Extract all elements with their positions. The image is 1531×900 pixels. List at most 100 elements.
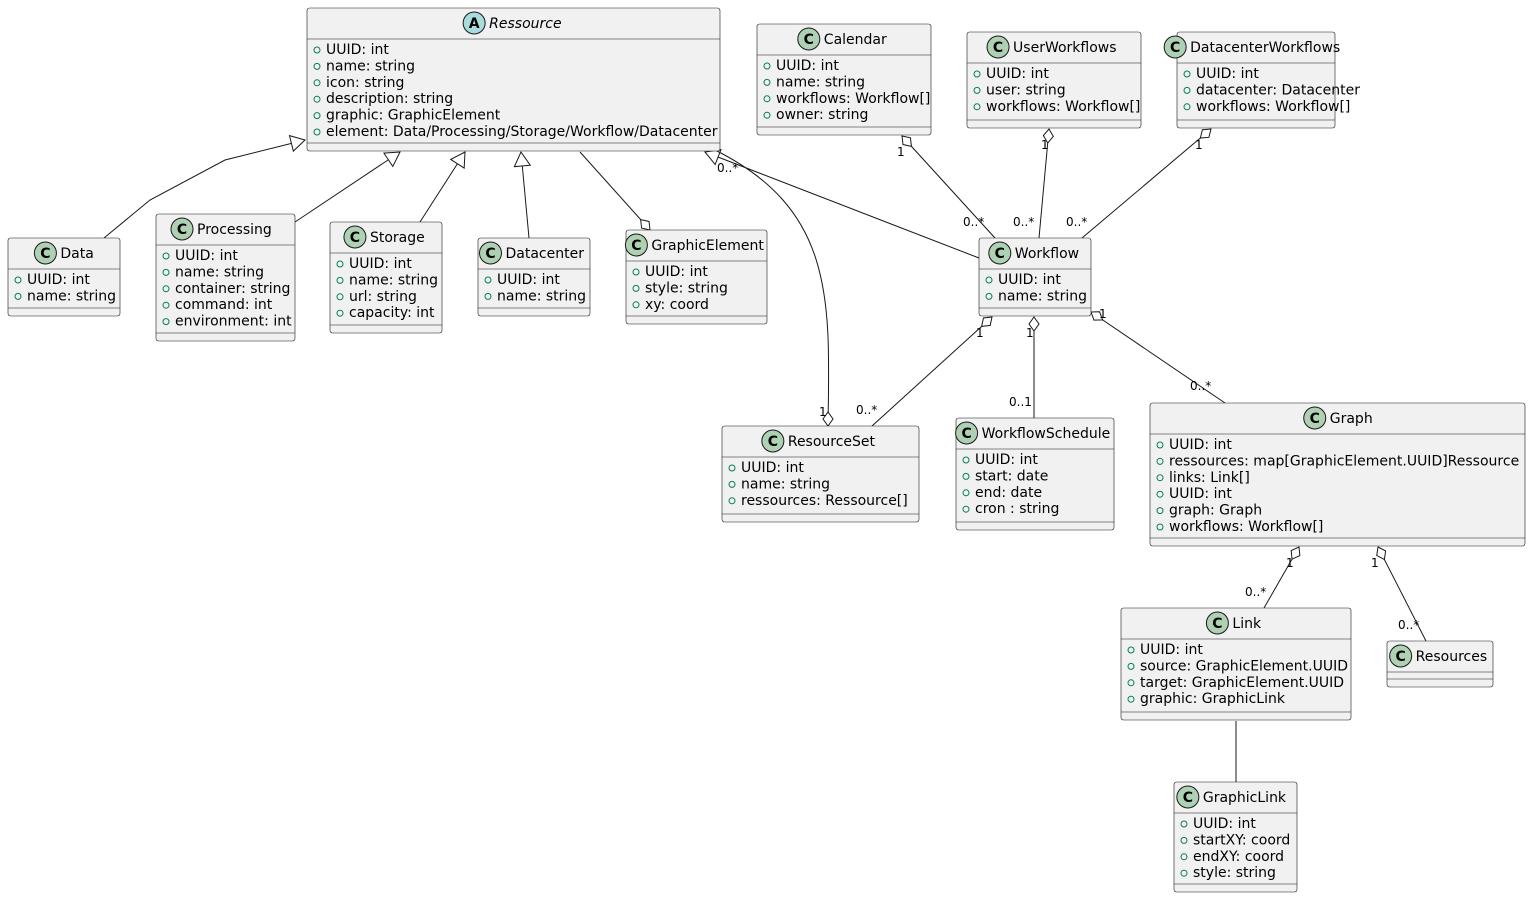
public-visibility-icon (313, 46, 321, 54)
public-visibility-icon (763, 111, 771, 119)
class-attribute: UUID: int (175, 248, 238, 264)
stereotype-letter-glyph: C (1170, 40, 1180, 56)
class-attribute: graphic: GraphicElement (326, 108, 501, 124)
relation-line (579, 151, 651, 231)
relation-line (1081, 128, 1212, 239)
public-visibility-icon (632, 284, 640, 292)
class-attribute: UUID: int (1140, 642, 1203, 658)
class-attribute: UUID: int (1169, 486, 1232, 502)
relation-inheritance-arrowhead (449, 151, 466, 169)
multiplicity-label: 0..* (856, 403, 877, 417)
public-visibility-icon (162, 301, 170, 309)
class-attribute: user: string (986, 82, 1066, 98)
class-attribute: UUID: int (645, 264, 708, 280)
class-box (966, 31, 1142, 129)
multiplicity-label: 0..* (1066, 215, 1087, 229)
class-stereotype-icon (761, 429, 785, 453)
class-attribute: command: int (175, 297, 273, 313)
class-attribute: name: string (998, 288, 1087, 304)
multiplicity-label: 1 (819, 405, 827, 419)
public-visibility-icon (1156, 507, 1164, 515)
class-attribute: datacenter: Datacenter (1196, 82, 1360, 98)
class-attribute: UUID: int (975, 452, 1038, 468)
multiplicity-label: 0..* (1398, 618, 1419, 632)
class-attribute: graphic: GraphicLink (1140, 691, 1286, 707)
relation-graph-resources: 10..* (1371, 546, 1427, 642)
class-attribute: start: date (975, 468, 1048, 484)
public-visibility-icon (962, 505, 970, 513)
class-stereotype-icon (955, 421, 979, 445)
class-attribute: name: string (349, 272, 438, 288)
relation-line (901, 135, 996, 239)
public-visibility-icon (162, 252, 170, 260)
class-attribute: workflows: Workflow[] (1169, 519, 1323, 535)
class-attribute: UUID: int (776, 58, 839, 74)
class-attribute: element: Data/Processing/Storage/Workflo… (326, 124, 718, 140)
relation-aggregation-diamond (1042, 128, 1054, 144)
stereotype-letter-glyph: C (177, 222, 187, 238)
class-attribute: name: string (326, 58, 415, 74)
relation-aggregation-diamond (640, 218, 651, 231)
stereotype-letter-glyph: C (1310, 411, 1320, 427)
class-attribute: owner: string (776, 107, 868, 123)
class-name: Datacenter (506, 246, 585, 262)
class-name: ResourceSet (788, 434, 876, 450)
class-attribute: name: string (741, 476, 830, 492)
class-name: Data (60, 246, 93, 262)
multiplicity-label: 1 (1099, 307, 1107, 321)
relation-line (1038, 128, 1050, 239)
public-visibility-icon (1183, 103, 1191, 111)
relation-aggregation-diamond (1290, 546, 1301, 560)
relation-graph-link: 10..* (1245, 546, 1301, 609)
class-attribute: ressources: map[GraphicElement.UUID]Ress… (1169, 453, 1519, 469)
stereotype-letter-glyph: C (804, 32, 814, 48)
relation-aggregation-diamond (981, 316, 993, 327)
public-visibility-icon (14, 276, 22, 284)
class-box (1173, 781, 1298, 893)
public-visibility-icon (313, 112, 321, 120)
relation-inheritance-arrowhead (288, 134, 306, 153)
class-attribute: UUID: int (1193, 816, 1256, 832)
multiplicity-label: 0..* (1245, 585, 1266, 599)
public-visibility-icon (763, 78, 771, 86)
class-stereotype-icon (479, 241, 502, 265)
class-attribute: UUID: int (1169, 437, 1232, 453)
multiplicity-label: 0..* (1013, 215, 1034, 229)
class-name: Ressource (489, 16, 561, 32)
stereotype-letter-glyph: C (993, 40, 1003, 56)
public-visibility-icon (985, 292, 993, 300)
relation-workflow-resourceset: 10..* (856, 316, 993, 427)
relation-aggregation-diamond (901, 135, 913, 147)
class-attribute: xy: coord (645, 297, 709, 313)
class-box (1386, 640, 1494, 688)
public-visibility-icon (313, 128, 321, 136)
relation-aggregation-diamond (1028, 316, 1040, 332)
public-visibility-icon (632, 268, 640, 276)
class-box (477, 237, 591, 317)
stereotype-letter-glyph: C (961, 426, 971, 442)
class-name: DatacenterWorkflows (1190, 40, 1340, 56)
class-attribute: environment: int (175, 314, 292, 330)
multiplicity-label: 1 (1195, 138, 1203, 152)
class-attribute: endXY: coord (1193, 849, 1284, 865)
class-stereotype-icon (33, 241, 57, 265)
class-name: GraphicElement (651, 238, 764, 254)
relation-ressource-resourceset: 1 (714, 149, 834, 427)
